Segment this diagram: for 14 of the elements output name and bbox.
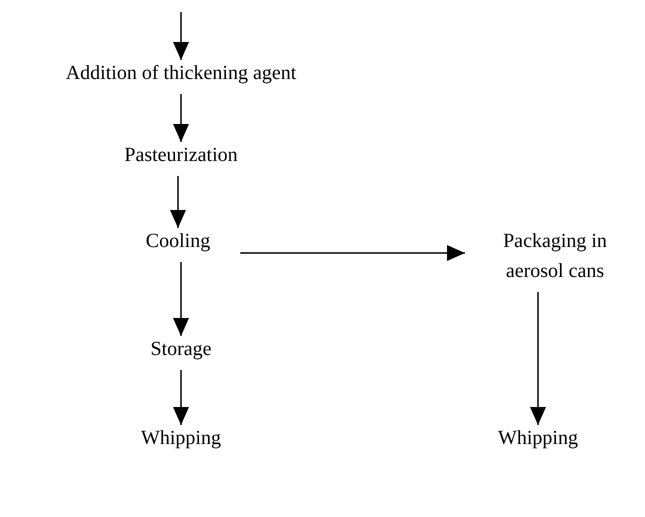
step-label: Storage: [150, 334, 212, 364]
step-label: Addition of thickening agent: [66, 58, 296, 88]
step-label: Cooling: [146, 226, 210, 256]
step-label: Pasteurization: [124, 140, 238, 170]
arrow: [530, 292, 546, 425]
arrow: [240, 245, 465, 261]
step-label: Packaging in aerosol cans: [475, 226, 635, 286]
step-label: Whipping: [141, 423, 221, 453]
arrow: [173, 94, 189, 142]
arrow: [173, 12, 189, 60]
arrow: [170, 176, 186, 228]
step-label: Whipping: [498, 423, 578, 453]
arrow: [173, 262, 189, 336]
arrow: [173, 370, 189, 425]
